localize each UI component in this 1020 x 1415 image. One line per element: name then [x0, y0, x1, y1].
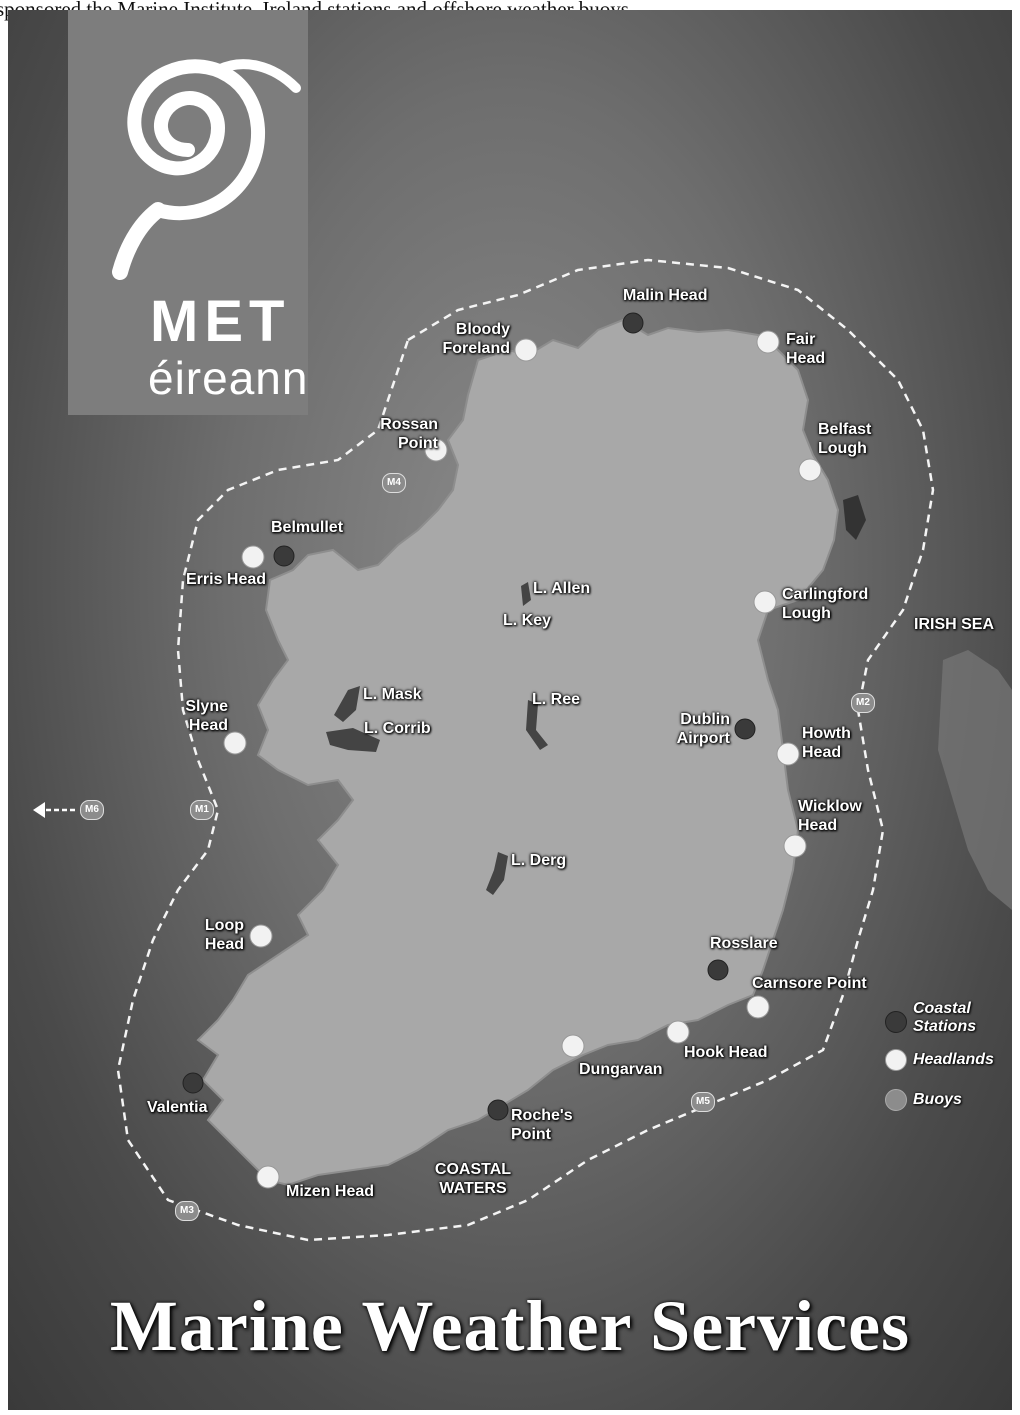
legend-headlands-dot	[885, 1049, 907, 1071]
ireland-landmass	[196, 318, 840, 1187]
lough-ree	[526, 700, 548, 750]
buoy-m2: M2	[851, 693, 875, 713]
buoy-m1: M1	[190, 800, 214, 820]
headland-carlingford-lough	[753, 590, 777, 614]
logo-wordmark: MET	[150, 289, 291, 354]
headland-rossan-point	[424, 438, 448, 462]
coastal-waters-boundary	[116, 258, 935, 1242]
station-malin-head	[622, 312, 644, 334]
label-irish-sea: IRISH SEA	[914, 616, 995, 633]
legend-buoys: Buoys	[873, 1087, 1012, 1123]
label-erris-head: Erris Head	[186, 571, 267, 588]
belfast-lough-water	[843, 495, 866, 540]
headland-bloody-foreland	[514, 338, 538, 362]
ireland-map	[33, 258, 1012, 1242]
station-belmullet	[273, 545, 295, 567]
coastal-station-markers	[182, 312, 756, 1121]
label-l-allen: L. Allen	[533, 580, 591, 597]
buoy-m3: M3	[175, 1201, 199, 1221]
m6-arrowhead	[33, 802, 45, 818]
label-hook-head: Hook Head	[684, 1044, 768, 1061]
spiral-logo-icon	[112, 59, 301, 280]
headland-dungarvan	[561, 1034, 585, 1058]
lough-allen	[521, 582, 531, 606]
station-rosslare	[707, 959, 729, 981]
buoy-m6: M6	[80, 800, 104, 820]
headland-loop-head	[249, 924, 273, 948]
legend-coastal-stations-dot	[885, 1011, 907, 1033]
lough-corrib	[326, 728, 380, 752]
met-eireann-logo: MET éireann	[68, 10, 308, 415]
headland-erris-head	[241, 545, 265, 569]
station-dublin-airport	[734, 718, 756, 740]
label-carnsore-point: Carnsore Point	[752, 975, 867, 992]
headland-mizen-head	[256, 1165, 280, 1189]
label-mizen-head: Mizen Head	[286, 1183, 375, 1200]
legend-buoys-label: Buoys	[913, 1091, 962, 1108]
poster-title: Marine Weather Services	[109, 1286, 911, 1366]
legend-headlands: Headlands	[873, 1047, 1012, 1083]
buoy-m5: M5	[691, 1092, 715, 1112]
headland-fair-head	[756, 330, 780, 354]
legend-headlands-label: Headlands	[913, 1051, 994, 1068]
headland-hook-head	[666, 1020, 690, 1044]
label-l-corrib: L. Corrib	[364, 720, 431, 737]
headland-howth-head	[776, 742, 800, 766]
label-l-key: L. Key	[503, 612, 552, 629]
label-malin-head: Malin Head	[623, 287, 708, 304]
buoy-m4: M4	[382, 473, 406, 493]
label-dungarvan: Dungarvan	[579, 1061, 663, 1078]
headland-slyne-head	[223, 731, 247, 755]
station-roches-point	[487, 1099, 509, 1121]
legend-buoys-dot	[885, 1089, 907, 1111]
label-valentia: Valentia	[147, 1099, 208, 1116]
station-valentia	[182, 1072, 204, 1094]
label-belmullet: Belmullet	[271, 519, 344, 536]
headland-belfast-lough	[798, 458, 822, 482]
headland-wicklow-head	[783, 834, 807, 858]
headland-markers	[223, 330, 822, 1189]
label-l-ree: L. Ree	[532, 691, 581, 708]
lough-mask	[334, 686, 360, 722]
label-rosslare: Rosslare	[710, 935, 778, 952]
lough-derg	[486, 852, 508, 895]
label-l-mask: L. Mask	[363, 686, 422, 703]
britain-coast	[938, 650, 1012, 910]
label-l-derg: L. Derg	[511, 852, 567, 869]
logo-subtitle: éireann	[148, 352, 309, 404]
headland-carnsore-point	[746, 995, 770, 1019]
